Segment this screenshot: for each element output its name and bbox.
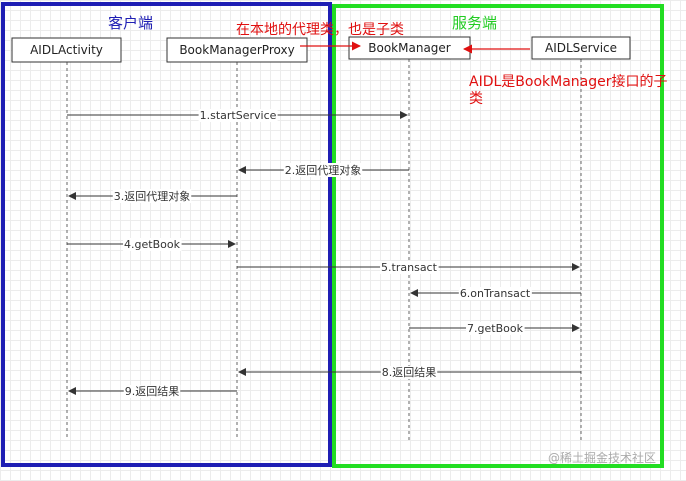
lifeline-aidlservice: AIDLService xyxy=(531,36,631,440)
message-label-2: 2.返回代理对象 xyxy=(285,163,362,177)
lifeline-label-aidlactivity: AIDLActivity xyxy=(30,43,103,57)
proxy-class-note: 在本地的代理类，也是子类 xyxy=(236,22,404,38)
lifeline-box-aidlactivity xyxy=(11,37,122,63)
message-label-bg-7 xyxy=(466,322,525,335)
client-region-title: 客户端 xyxy=(108,14,153,32)
message-label-7: 7.getBook xyxy=(467,322,524,335)
aidl-note-line-1: AIDL是BookManager接口的子 xyxy=(469,73,668,90)
message-label-5: 5.transact xyxy=(381,261,438,274)
aidl-note-line-2: 类 xyxy=(469,91,483,107)
lifelines: AIDLActivity BookManagerProxy BookManager A… xyxy=(11,36,631,440)
message-9: 9.返回结果 xyxy=(68,385,237,398)
message-4: 4.getBook xyxy=(67,238,236,251)
lifeline-box-aidlservice xyxy=(531,36,631,60)
messages: 1.startService 2.返回代理对象 3.返回代理对象 4.getBook 5… xyxy=(67,109,581,398)
server-region-frame xyxy=(332,4,664,468)
message-6: 6.onTransact xyxy=(410,287,581,300)
lifeline-label-aidlservice: AIDLService xyxy=(545,41,617,55)
message-2: 2.返回代理对象 xyxy=(238,163,409,177)
lifeline-bookmanager: BookManager xyxy=(348,36,471,440)
client-region-frame xyxy=(1,2,332,467)
message-label-bg-3 xyxy=(112,189,192,203)
message-label-bg-9 xyxy=(123,385,181,398)
message-label-8: 8.返回结果 xyxy=(382,366,437,379)
message-label-9: 9.返回结果 xyxy=(125,385,180,398)
message-3: 3.返回代理对象 xyxy=(68,189,237,203)
message-1: 1.startService xyxy=(67,109,408,122)
message-5: 5.transact xyxy=(237,261,580,274)
lifeline-label-proxy: BookManagerProxy xyxy=(179,43,294,57)
message-label-1: 1.startService xyxy=(200,109,277,122)
message-label-bg-5 xyxy=(380,261,439,274)
lifeline-label-bookmanager: BookManager xyxy=(368,41,451,55)
message-label-bg-6 xyxy=(458,287,532,300)
server-region-title: 服务端 xyxy=(452,14,497,32)
message-7: 7.getBook xyxy=(409,322,580,335)
lifeline-box-proxy xyxy=(166,37,308,63)
message-label-bg-8 xyxy=(380,366,438,379)
message-label-bg-1 xyxy=(198,109,278,122)
message-8: 8.返回结果 xyxy=(238,366,581,379)
message-label-bg-4 xyxy=(123,238,182,251)
message-label-3: 3.返回代理对象 xyxy=(114,189,191,203)
watermark: @稀土掘金技术社区 xyxy=(548,450,656,465)
lifeline-aidlactivity: AIDLActivity xyxy=(11,37,122,440)
message-label-4: 4.getBook xyxy=(124,238,181,251)
message-label-6: 6.onTransact xyxy=(460,287,531,300)
message-label-bg-2 xyxy=(283,163,363,177)
lifeline-proxy: BookManagerProxy xyxy=(166,37,308,440)
